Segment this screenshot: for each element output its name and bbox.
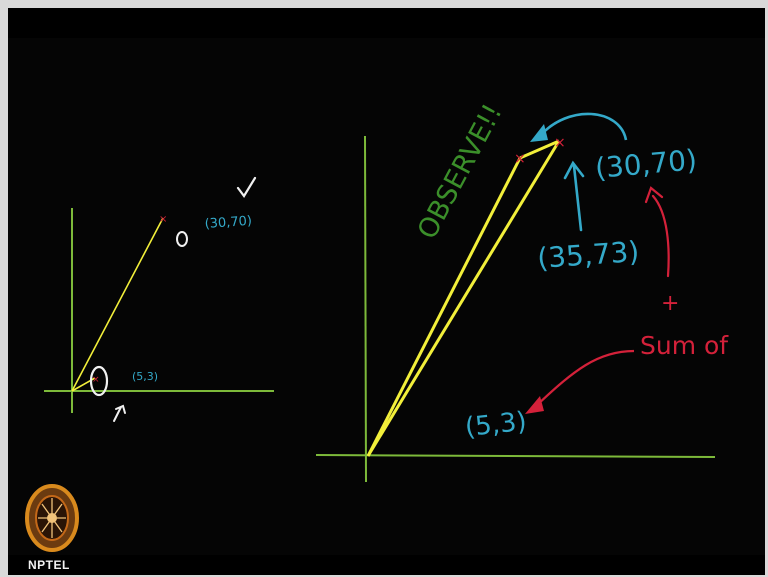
- right-y-axis: [364, 135, 367, 483]
- top-band: [8, 8, 765, 38]
- red-curved-arrow-head: [525, 396, 544, 414]
- red-up-arrow-icon: [644, 186, 670, 278]
- right-label-35-73: (35,73): [536, 235, 640, 275]
- left-pointer-arrow-icon: [113, 404, 126, 422]
- right-label-30-70: (30,70): [594, 143, 699, 185]
- right-x-axis: [315, 454, 716, 458]
- right-vector-30-70: [366, 157, 522, 457]
- whiteboard: × × (30,70) (5,3) × × (30,70) (35,73) (5…: [44, 99, 729, 483]
- lecture-frame: × × (30,70) (5,3) × × (30,70) (35,73) (5…: [8, 8, 765, 575]
- curved-arrow-head: [530, 124, 548, 142]
- left-tip-mark: ×: [159, 214, 167, 225]
- nptel-logo: [25, 484, 79, 552]
- right-plot: × × (30,70) (35,73) (5,3) OBSERVE!! + Su…: [315, 99, 729, 483]
- observe-note: OBSERVE!!: [412, 99, 509, 244]
- left-small-tip-mark: ×: [92, 375, 100, 385]
- plus-symbol: +: [661, 291, 679, 316]
- red-curved-arrow-icon: [534, 349, 635, 408]
- bottom-band: [8, 555, 765, 575]
- up-arrow-icon: [563, 160, 585, 232]
- left-origin-circle: [89, 365, 109, 397]
- left-circle-mark: [176, 231, 188, 247]
- check-mark-icon: [236, 176, 257, 198]
- right-label-5-3: (5,3): [464, 407, 528, 443]
- left-vector-30-70: [71, 217, 164, 392]
- left-label-5-3: (5,3): [132, 370, 158, 383]
- right-tip-mark-30-70: ×: [514, 151, 526, 167]
- nptel-label: NPTEL: [28, 558, 70, 572]
- sum-of-note: Sum of: [640, 331, 729, 360]
- right-vector-5-3: [519, 139, 560, 160]
- curved-arrow-icon: [539, 112, 628, 141]
- left-plot: × × (30,70) (5,3): [44, 176, 274, 422]
- left-label-30-70: (30,70): [204, 214, 252, 232]
- right-tip-mark-35-73: ×: [554, 135, 566, 151]
- right-vector-35-73: [366, 140, 561, 457]
